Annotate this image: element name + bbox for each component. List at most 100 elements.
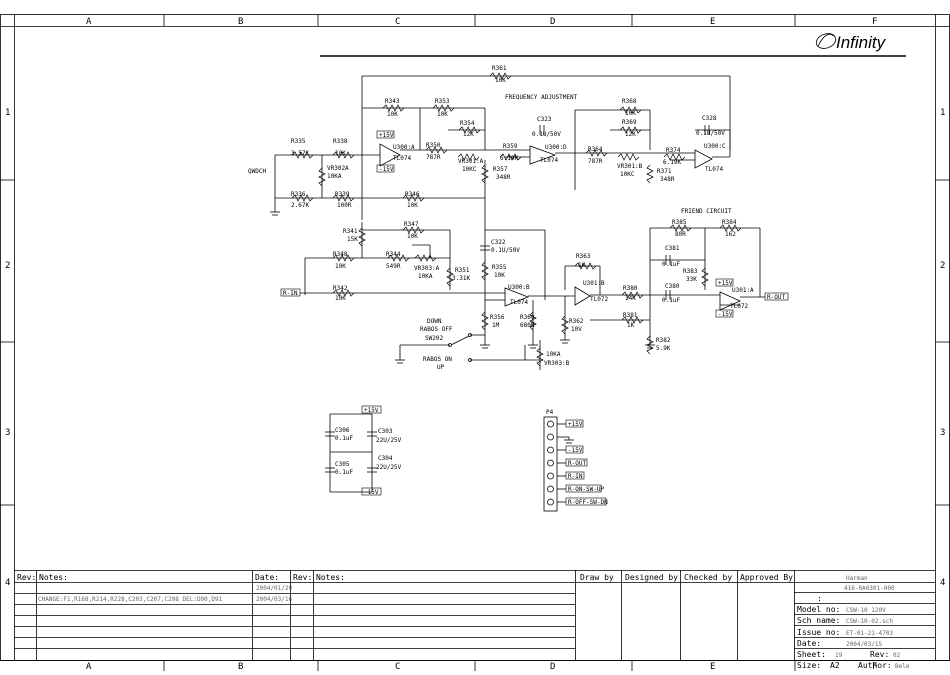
qwdch-label: QWDCH [248,168,266,175]
label-r338-val: 10K [335,150,346,157]
label-vr301b-val: 10KC [620,171,635,178]
tb-drawby-header: Draw by [580,573,614,582]
col-label-top: F [872,17,877,27]
p4-pin-r-on-sw-up: R-ON-SW-UP [568,486,605,493]
label-r385-ref: R385 [672,219,687,226]
resistor-symbols [291,72,742,367]
col-label-top: E [710,17,715,27]
tb-author-label: Author: [858,661,892,670]
net-flag-p15-power: +15V [364,407,379,414]
label-vr301a-ref: VR301:A [458,158,484,165]
label-u300b: U300:B [508,284,530,291]
brand-logo: Infinity [320,33,906,57]
connector-p4-label: P4 [546,409,554,416]
wires [274,75,765,512]
label-r354-val: 12K [463,131,474,138]
net-flags: +15V -15V R-IN +15V -15V R-OUT +15V -15V… [280,130,789,506]
label-c303-ref: C303 [378,428,393,435]
label-r374-ref: R374 [666,147,681,154]
label-vr303a-val: 10KA [418,273,433,280]
row-label-left: 1 [5,108,10,118]
tb-sch-label: Sch name: [797,616,840,625]
label-c322-val: 0.1U/50V [491,247,520,254]
label-r341-val: 15K [347,236,358,243]
switch-label-ref: SW202 [425,335,443,342]
label-r347-ref: R347 [404,221,419,228]
tb-company: Harman [846,575,868,582]
label-u301b: U301:B [583,280,605,287]
label-r383-ref: R383 [683,268,698,275]
tb-note-row1: CHANGE:F1,R168,R214,R228,C203,C207,C208 … [38,596,223,603]
row-label-right: 4 [940,578,945,588]
label-u300a-part: TL074 [393,155,411,162]
tb-sheet-value: 19 [835,652,843,659]
label-r384-ref: R384 [722,219,737,226]
label-r353-val: 10K [437,111,448,118]
label-r347-val: 10K [407,233,418,240]
row-label-left: 3 [5,428,10,438]
label-r335-val: 3.57K [291,150,309,157]
label-c304-ref: C304 [378,455,393,462]
grid-labels: A B C D E F A B C D E F 1 2 3 4 1 2 3 4 [5,17,945,672]
net-flag-m15-power: -15V [364,489,379,496]
col-label-bottom: A [86,662,92,671]
label-r350-ref: R350 [426,142,441,149]
tb-rev-header: Rev: [17,573,36,582]
col-label-bottom: B [238,662,243,671]
label-r364-val: 787R [588,158,603,165]
label-vr303a-ref: VR303:A [414,265,440,272]
label-r384-val: 162 [725,231,736,238]
label-r359-ref: R359 [503,143,518,150]
tb-designedby-header: Designed by [625,573,678,582]
label-r369-ref: R369 [622,119,637,126]
net-flag-m15-u301a: -15V [718,311,733,318]
label-u300d: U300:D [545,144,567,151]
col-label-bottom: C [395,662,400,671]
tb-doc-no: 416-0A0301-000 [844,585,895,592]
label-r383-val: 33K [686,276,697,283]
label-r362-ref: R362 [569,318,584,325]
label-r368-ref: R368 [622,98,637,105]
tb-author-value: Bele [895,663,910,670]
p4-pin-r-in: R-IN [568,473,583,480]
col-label-bottom: F [872,662,877,671]
label-r355-ref: R355 [492,264,507,271]
label-c303-val: 22U/25V [376,437,402,444]
label-r363-val: 1K [578,262,586,269]
label-r359-val: 6.19K [500,155,518,162]
col-label-top: D [550,17,555,27]
label-u300c-part: TL074 [705,166,723,173]
component-labels: R361 10K FREQUENCY ADJUSTMENT R343 10K R… [248,65,754,476]
label-c381-val: 0.1uF [662,261,680,268]
tb-sch-value: CSW-10-02.sch [846,618,893,625]
label-r360-ref: R360 [520,314,535,321]
label-r357-ref: R357 [493,166,508,173]
switch-label-up: UP [437,364,445,371]
tb-date-row0: 2004/01/29 [256,585,293,592]
switch-sw202 [448,333,472,362]
friend-circuit-label: FRIEND CIRCUIT [681,208,732,215]
tb-colon: : [817,594,822,603]
label-vr303b-val: 10KA [546,351,561,358]
col-label-top: C [395,17,400,27]
label-vr302-ref: VR302A [327,165,349,172]
label-r361-ref: R361 [492,65,507,72]
label-r348-val: 10K [335,263,346,270]
label-r371-val: 348R [660,176,675,183]
label-c304-val: 22U/25V [376,464,402,471]
label-r344-val: 549R [386,263,401,270]
label-c381-ref: C381 [665,245,680,252]
label-c306-val: 0.1uF [335,435,353,442]
switch-label-off: RABOS OFF [420,326,453,333]
tb-rev-label: Rev: [870,650,889,659]
label-r369-val: 12K [625,131,636,138]
tb-model-value: CSW-10 120V [846,607,886,614]
col-label-top: B [238,17,243,27]
label-c380-val: 0.1uF [662,297,680,304]
label-c328-val: 0.1U/50V [696,130,725,137]
label-r339-ref: R339 [335,191,350,198]
label-r351-ref: R351 [455,267,470,274]
label-u300b-part: TL074 [510,299,528,306]
